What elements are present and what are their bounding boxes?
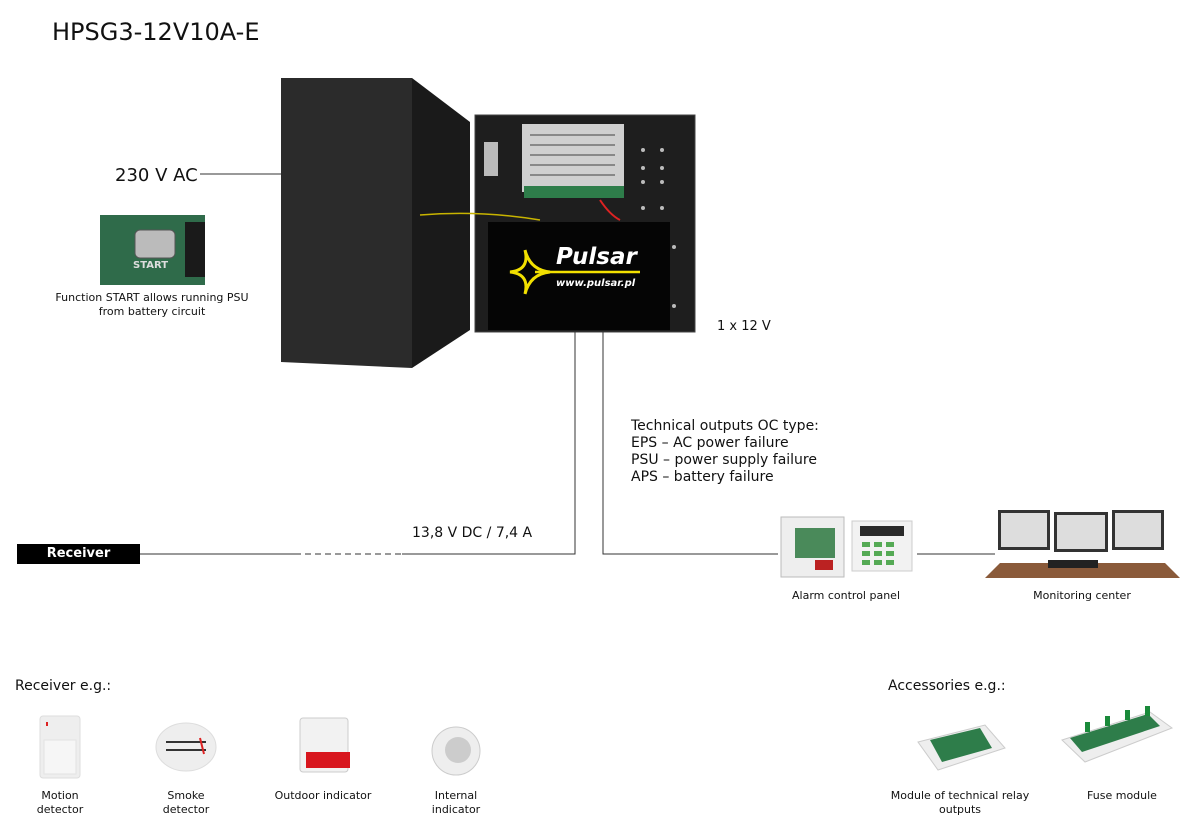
receivers-heading: Receiver e.g.: bbox=[15, 678, 112, 694]
monitoring-center-icon bbox=[985, 510, 1180, 578]
outdoor-indicator-icon bbox=[299, 717, 350, 773]
logo-brand: Pulsar bbox=[556, 244, 637, 270]
monitoring-caption: Monitoring center bbox=[1033, 589, 1131, 602]
dc-output-label: 13,8 V DC / 7,4 A bbox=[412, 525, 533, 541]
input-voltage-label: 230 V AC bbox=[115, 165, 198, 186]
fuse-module-icon bbox=[1061, 706, 1174, 763]
receiver-box: Receiver bbox=[17, 544, 140, 564]
page-title: HPSG3-12V10A-E bbox=[52, 18, 260, 46]
psu-door-side bbox=[412, 78, 470, 368]
accessory-caption: Fuse module bbox=[1087, 789, 1157, 802]
psu-door-front bbox=[281, 78, 412, 368]
receiver-caption: Outdoor indicator bbox=[274, 789, 372, 802]
smoke-detector-icon bbox=[155, 722, 217, 772]
alarm-panel-caption: Alarm control panel bbox=[791, 589, 901, 602]
relay-module-icon bbox=[917, 724, 1006, 771]
accessories-heading: Accessories e.g.: bbox=[888, 678, 1006, 694]
motion-detector-icon bbox=[39, 715, 81, 779]
logo-url: www.pulsar.pl bbox=[556, 278, 636, 289]
start-button-text: START bbox=[133, 260, 169, 271]
output-label: 1 x 12 V bbox=[717, 319, 771, 334]
pulsar-logo-icon bbox=[509, 249, 551, 295]
logo-panel bbox=[488, 222, 670, 330]
internal-indicator-icon bbox=[431, 726, 481, 776]
technical-outputs: Technical outputs OC type:EPS – AC power… bbox=[631, 418, 819, 485]
